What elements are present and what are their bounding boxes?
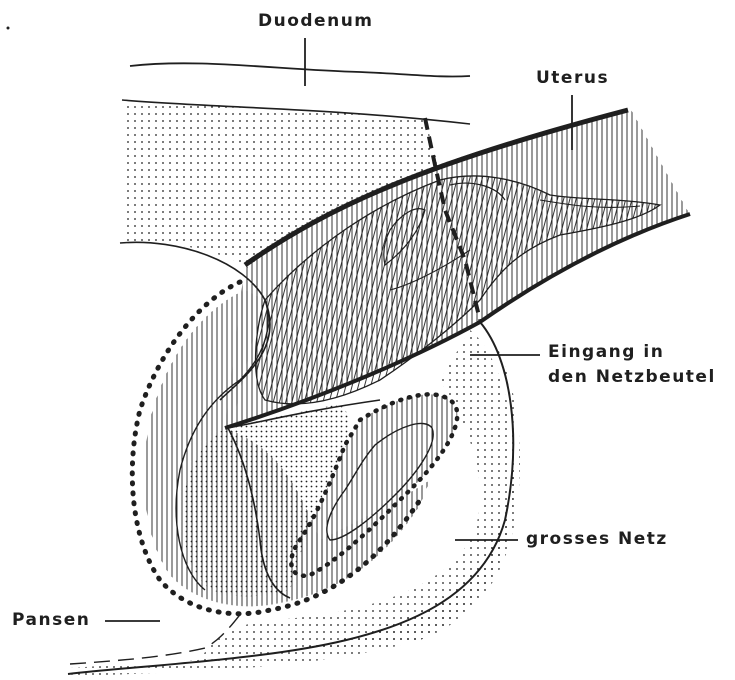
label-eingang-line1: Eingang in — [548, 341, 664, 363]
label-uterus: Uterus — [536, 67, 609, 89]
label-eingang-line2: den Netzbeutel — [548, 366, 716, 388]
stray-dot — [7, 27, 10, 30]
label-duodenum: Duodenum — [258, 10, 374, 32]
label-pansen: Pansen — [12, 609, 90, 631]
duodenum-line — [130, 63, 470, 76]
label-grosses-netz: grosses Netz — [526, 528, 668, 550]
